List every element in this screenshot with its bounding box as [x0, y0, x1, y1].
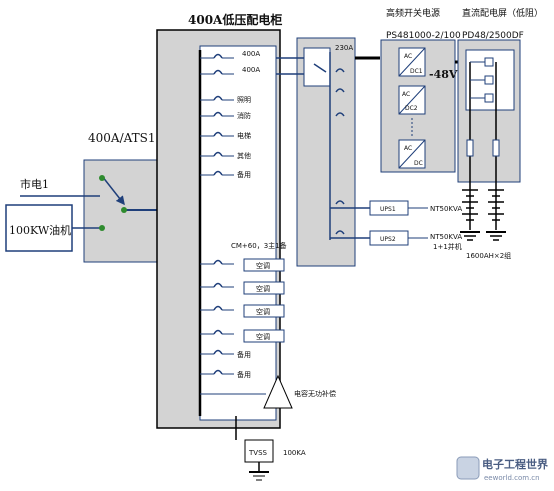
ups-section — [369, 200, 428, 246]
dc-panel — [457, 39, 521, 230]
rectifier-model: PS481000-2/100 — [386, 31, 461, 41]
module-top: AC — [404, 145, 412, 152]
module-top: AC — [404, 53, 412, 60]
battery-label: 1600AH×2组 — [466, 251, 511, 260]
watermark-name: 电子工程世界 — [482, 457, 548, 471]
ac-unit-label: 空调 — [256, 261, 270, 270]
ac-panel-rating: 230A — [335, 44, 353, 52]
module-bottom: DC — [414, 160, 423, 167]
ac-unit-box — [243, 258, 285, 272]
ac-unit-label: 空调 — [256, 284, 270, 293]
breaker-symbol — [200, 259, 234, 265]
ac-unit-label: 空调 — [256, 332, 270, 341]
generator-box — [5, 204, 73, 252]
capacitor-icon — [263, 374, 293, 409]
ups2-rating: NT50KVA — [430, 233, 462, 241]
watermark-url: eeworld.com.cn — [484, 474, 540, 482]
watermark: 电子工程世界 eeworld.com.cn — [456, 456, 548, 482]
feeder-label: 消防 — [237, 111, 251, 120]
feeder-label: 照明 — [237, 96, 251, 104]
breaker-symbol — [200, 131, 234, 137]
breaker-symbol — [200, 349, 234, 355]
ac-unit-box — [243, 329, 285, 343]
ats-contact-dot — [99, 175, 105, 181]
breaker-symbol — [200, 170, 234, 176]
main-panel-inner — [199, 45, 277, 421]
dc-panel-title: 直流配电屏（低阻） — [462, 7, 543, 19]
mains-label: 市电1 — [20, 177, 49, 191]
capacitor-section — [200, 374, 293, 409]
ats-contact-dot — [121, 207, 127, 213]
breaker-symbol — [200, 111, 234, 117]
ac-unit-box — [243, 304, 285, 318]
feeder-label: 其他 — [237, 151, 251, 160]
spare-label: 备用 — [237, 350, 251, 359]
feeder-label: 400A — [242, 66, 260, 74]
ups1-name: UPS1 — [380, 206, 396, 213]
breaker-symbol — [200, 282, 234, 288]
main-panel — [156, 29, 281, 429]
ats-contact-dot — [99, 225, 105, 231]
ac-panel — [276, 37, 380, 267]
capacitor-label: 电容无功补偿 — [294, 389, 336, 398]
dc-panel-model: PD48/2500DF — [462, 31, 524, 41]
module-bottom: DC2 — [405, 105, 418, 112]
breaker-symbol — [200, 53, 234, 59]
ats-label: 400A/ATS1 — [88, 131, 155, 145]
ups2-name: UPS2 — [380, 236, 396, 243]
breaker-symbol — [200, 151, 234, 157]
breaker-symbol — [200, 329, 234, 335]
tvss-label: TVSS — [248, 449, 268, 457]
breaker-symbol — [200, 369, 234, 375]
ups-parallel-label: 1+1并机 — [433, 242, 462, 251]
feeder-label: 备用 — [237, 170, 251, 179]
breaker-symbol — [200, 69, 234, 75]
battery-bank — [460, 189, 506, 241]
rectifier-output: -48V — [429, 68, 458, 81]
breaker-symbol — [200, 95, 234, 101]
dc-fuse — [492, 139, 500, 157]
rectifier-section — [380, 39, 466, 173]
tvss-rating: 100KA — [283, 449, 306, 457]
ac-unit-box — [243, 281, 285, 295]
main-panel-title: 400A低压配电柜 — [188, 12, 282, 27]
generator-label: 100KW油机 — [9, 223, 71, 237]
tvss-section — [235, 416, 274, 481]
ac-unit-label: 空调 — [256, 307, 270, 316]
group-label: CM+60，3主1备 — [231, 241, 287, 250]
module-top: AC — [402, 91, 410, 98]
breaker-symbol — [200, 305, 234, 311]
spare-label: 备用 — [237, 370, 251, 379]
rectifier-title: 高频开关电源 — [386, 7, 440, 19]
ups1-rating: NT50KVA — [430, 205, 462, 213]
feeder-label: 400A — [242, 50, 260, 58]
module-bottom: DC1 — [410, 68, 423, 75]
breaker-group — [200, 53, 234, 375]
feeder-label: 电梯 — [237, 131, 251, 140]
dc-fuse — [466, 139, 474, 157]
watermark-logo-icon — [456, 456, 480, 480]
